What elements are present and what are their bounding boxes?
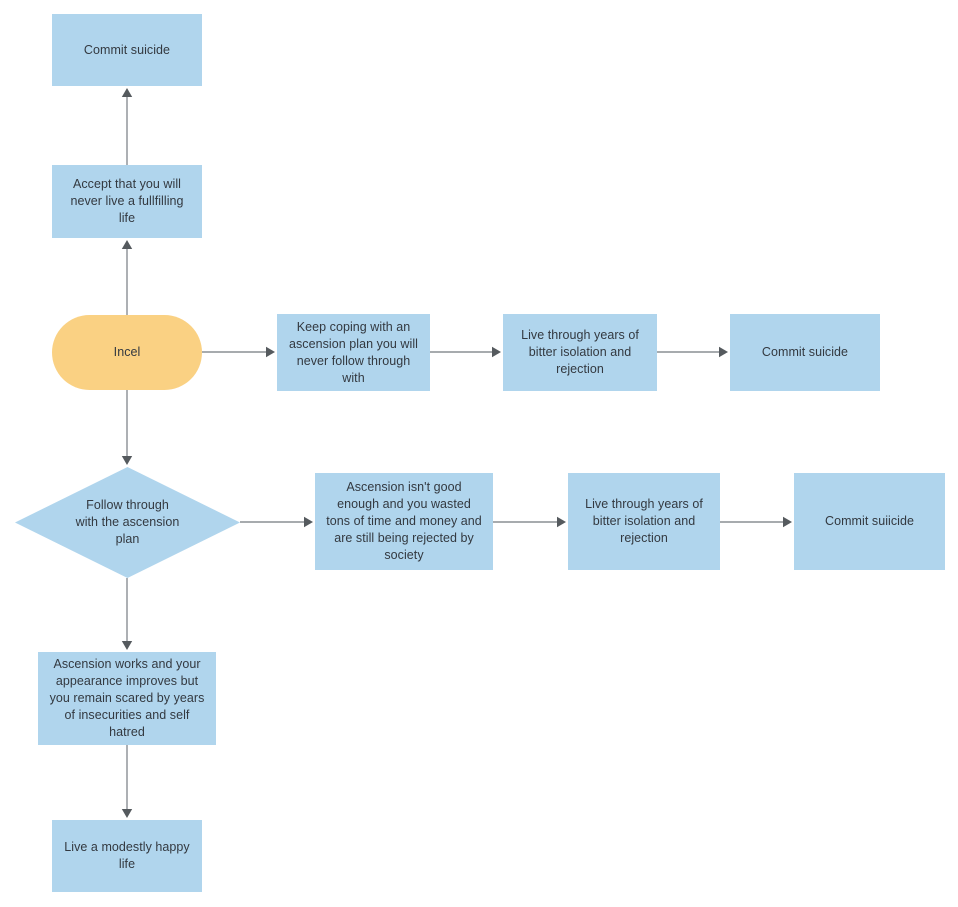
node-label-ascension-not-enough: Ascension isn't good enough and you wast… [326,480,482,562]
edge-e-isolation-to-suicide2 [657,346,728,358]
node-incel[interactable]: Incel [52,315,202,390]
node-follow-through-decision[interactable]: Follow through with the ascension plan [15,467,240,578]
node-label-modestly-happy: Live a modestly happy life [64,840,190,871]
edge-arrowhead [266,346,275,358]
node-keep-coping[interactable]: Keep coping with an ascension plan you w… [277,314,430,391]
node-commit-suicide-row2[interactable]: Commit suicide [730,314,880,391]
edge-e-incel-to-accept [121,240,133,315]
node-accept-never-fulfilling[interactable]: Accept that you will never live a fullfi… [52,165,202,238]
edge-e-incel-to-keep-coping [202,346,275,358]
node-bitter-isolation-row3[interactable]: Live through years of bitter isolation a… [568,473,720,570]
edge-arrowhead [121,88,133,97]
edge-e-accept-to-suicide [121,88,133,165]
node-label-follow-through-decision: Follow through with the ascension plan [75,498,180,546]
node-label-keep-coping: Keep coping with an ascension plan you w… [288,319,418,385]
edge-e-decision-to-works [121,578,133,650]
edge-e-not-enough-to-isolation3 [493,516,566,528]
edge-e-decision-to-not-enough [240,516,313,528]
node-label-bitter-isolation-row2: Live through years of bitter isolation a… [521,328,639,376]
node-bitter-isolation-row2[interactable]: Live through years of bitter isolation a… [503,314,657,391]
node-label-ascension-works: Ascension works and your appearance impr… [49,657,205,739]
node-label-bitter-isolation-row3: Live through years of bitter isolation a… [585,497,703,545]
node-label-commit-suiicide-row3: Commit suiicide [825,514,914,528]
node-modestly-happy[interactable]: Live a modestly happy life [52,820,202,892]
edge-arrowhead [492,346,501,358]
edge-arrowhead [783,516,792,528]
node-ascension-works[interactable]: Ascension works and your appearance impr… [38,652,216,745]
node-label-commit-suicide-top: Commit suicide [83,42,171,57]
node-commit-suicide-top[interactable]: Commit suicide [52,14,202,86]
edge-arrowhead [121,240,133,249]
node-label-commit-suicide-row2: Commit suicide [761,345,849,359]
edge-arrowhead [121,641,133,650]
node-label-incel: Incel [113,345,141,359]
edge-e-isolation3-to-suiicide [720,516,792,528]
edge-arrowhead [121,809,133,818]
edge-e-works-to-happy [121,745,133,818]
edge-arrowhead [557,516,566,528]
edge-e-keep-coping-to-isolation [430,346,501,358]
edge-e-incel-to-decision [121,390,133,465]
node-commit-suiicide-row3[interactable]: Commit suiicide [794,473,945,570]
edge-arrowhead [304,516,313,528]
node-label-accept-never-fulfilling: Accept that you will never live a fullfi… [70,177,184,225]
edge-arrowhead [121,456,133,465]
node-ascension-not-enough[interactable]: Ascension isn't good enough and you wast… [315,473,493,570]
edge-arrowhead [719,346,728,358]
